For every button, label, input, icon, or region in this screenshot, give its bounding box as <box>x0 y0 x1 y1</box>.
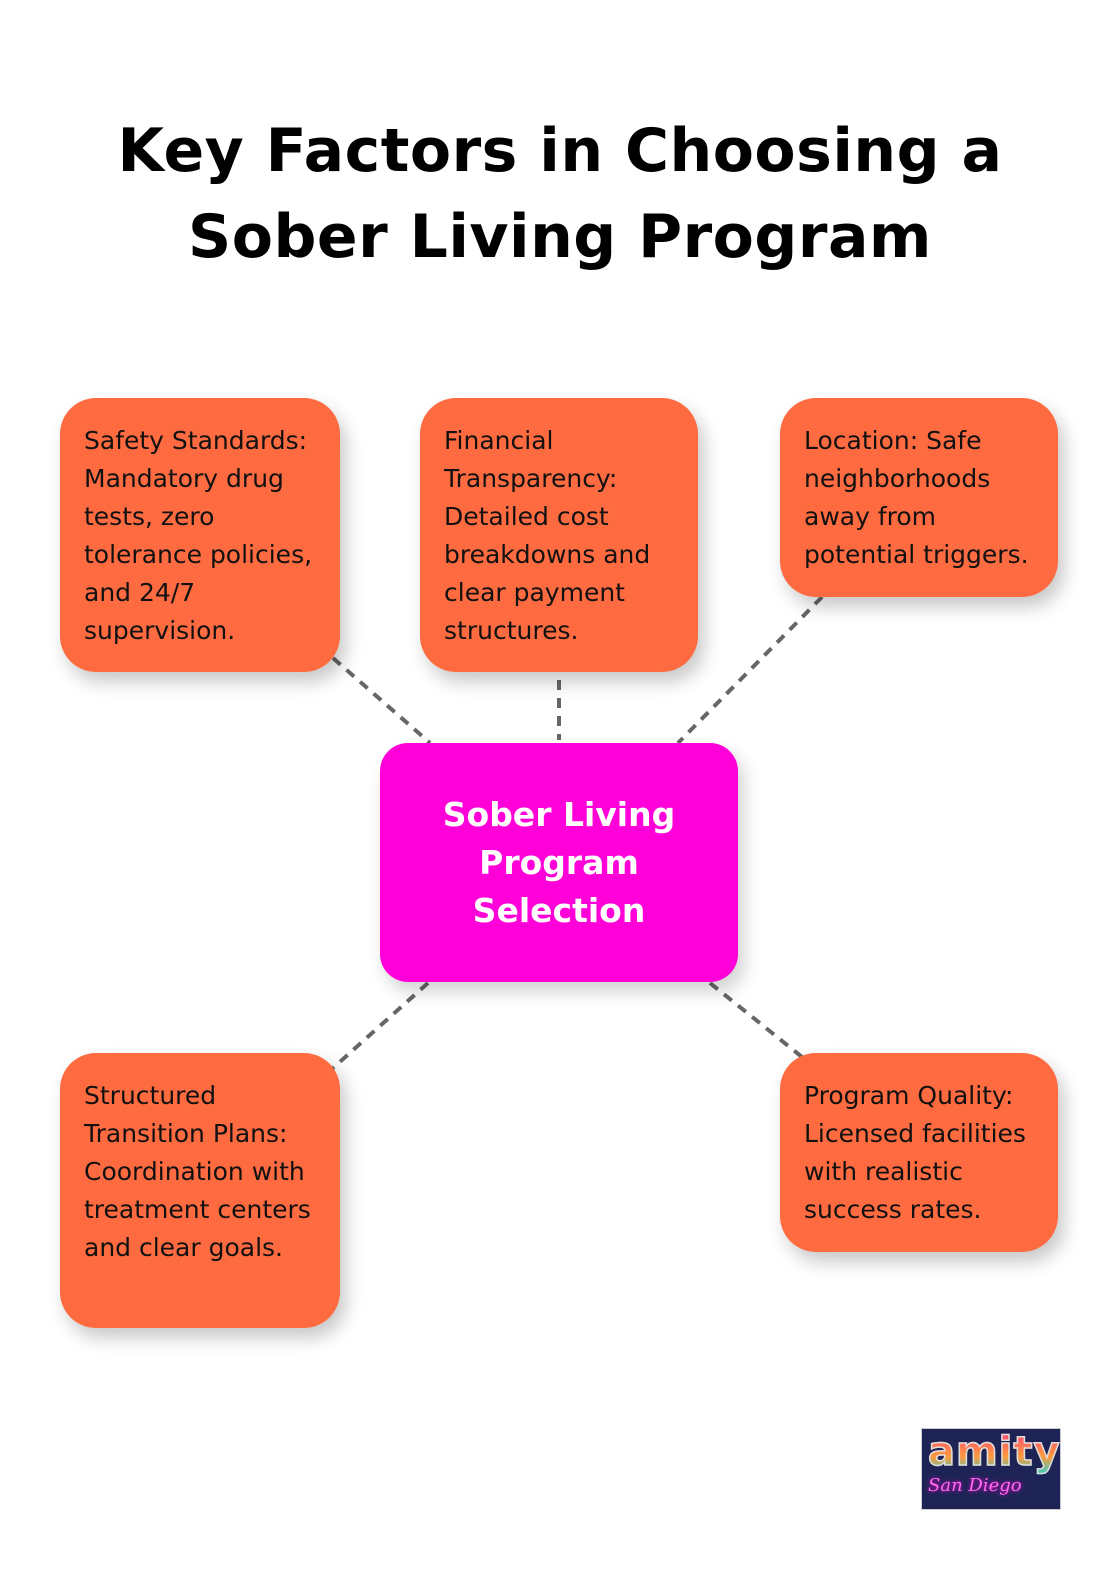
factor-safety: Safety Standards: Mandatory drug tests, … <box>60 398 340 672</box>
factor-quality: Program Quality: Licensed facilities wit… <box>780 1053 1058 1252</box>
connector-quality <box>708 981 804 1059</box>
connector-location <box>676 595 824 745</box>
connector-transition <box>331 981 430 1070</box>
connector-safety <box>331 656 432 745</box>
factor-financial: Financial Transparency: Detailed cost br… <box>420 398 698 672</box>
factor-location: Location: Safe neighborhoods away from p… <box>780 398 1058 597</box>
amity-logo: amity San Diego <box>921 1428 1061 1510</box>
logo-script: San Diego <box>928 1475 1022 1496</box>
central-node: Sober Living Program Selection <box>380 743 738 982</box>
page-title: Key Factors in Choosing a Sober Living P… <box>0 108 1120 280</box>
title-line-1: Key Factors in Choosing a <box>117 116 1003 186</box>
logo-word: amity <box>927 1429 1061 1476</box>
central-node-label: Sober Living Program Selection <box>442 794 676 930</box>
factor-transition: Structured Transition Plans: Coordinatio… <box>60 1053 340 1328</box>
title-line-2: Sober Living Program <box>188 202 932 272</box>
